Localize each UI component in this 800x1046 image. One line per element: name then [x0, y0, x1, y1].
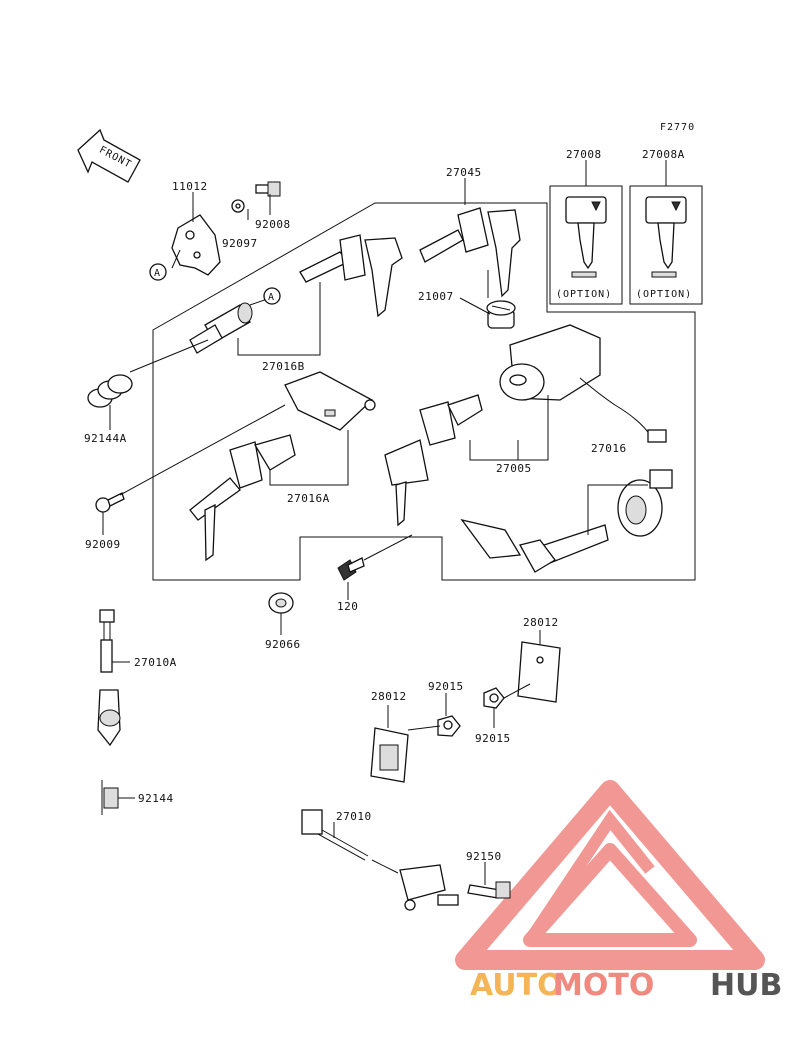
bolt-92150 — [467, 881, 511, 899]
label-92150: 92150 — [466, 850, 502, 863]
label-27016B: 27016B — [262, 360, 305, 373]
option-key-27008: (OPTION) — [556, 196, 612, 300]
watermark-logo — [455, 780, 765, 970]
callout-a-2: A — [263, 287, 281, 305]
front-arrow-icon: FRONT — [77, 128, 141, 183]
screw-92009 — [95, 492, 125, 513]
label-11012: 11012 — [172, 180, 208, 193]
label-27010: 27010 — [336, 810, 372, 823]
seat-lock-27016A — [284, 371, 376, 431]
spring-92144A — [87, 374, 133, 408]
key-set-27005 — [384, 394, 483, 527]
watermark-text: AUTO MOTO HUB — [470, 968, 782, 1003]
label-27008A: 27008A — [642, 148, 685, 161]
nut-92015-a — [437, 715, 461, 737]
label-92097: 92097 — [222, 237, 258, 250]
label-92144: 92144 — [138, 792, 174, 805]
label-120: 120 — [337, 600, 358, 613]
label-28012-lower: 28012 — [371, 690, 407, 703]
nut-92015-b — [483, 687, 505, 709]
key-set-27045 — [419, 207, 521, 298]
label-92144A: 92144A — [84, 432, 127, 445]
label-21007: 21007 — [418, 290, 454, 303]
spring-92144 — [101, 780, 119, 815]
grommet-92066 — [268, 592, 294, 614]
svg-text:AUTO: AUTO — [470, 968, 563, 1003]
label-92008: 92008 — [255, 218, 291, 231]
nut-120 — [337, 557, 365, 581]
svg-text:MOTO: MOTO — [553, 968, 654, 1003]
svg-text:A: A — [154, 268, 161, 279]
lock-cylinder-27016B — [189, 302, 253, 354]
svg-text:HUB: HUB — [710, 968, 782, 1003]
label-92015-a: 92015 — [428, 680, 464, 693]
plate-28012-upper — [517, 641, 561, 703]
label-27016: 27016 — [591, 442, 627, 455]
bolt-92008 — [255, 181, 281, 197]
plate-28012-lower — [370, 727, 409, 783]
key-set-27016 — [460, 518, 609, 573]
option-label-1: (OPTION) — [556, 289, 612, 300]
label-92015-b: 92015 — [475, 732, 511, 745]
option-key-27008A: (OPTION) — [636, 196, 692, 300]
label-27008: 27008 — [566, 148, 602, 161]
label-92009: 92009 — [85, 538, 121, 551]
cap-21007 — [486, 300, 516, 329]
figure-code: F2770 — [660, 122, 695, 133]
label-92066: 92066 — [265, 638, 301, 651]
kit-boundary — [152, 202, 696, 581]
ignition-switch-27005 — [499, 324, 667, 443]
option-label-2: (OPTION) — [636, 289, 692, 300]
label-28012-upper: 28012 — [523, 616, 559, 629]
helmet-lock-27016 — [617, 469, 673, 537]
label-27045: 27045 — [446, 166, 482, 179]
key-set-27016B — [299, 234, 403, 318]
label-27016A: 27016A — [287, 492, 330, 505]
label-27010A: 27010A — [134, 656, 177, 669]
svg-text:A: A — [268, 292, 275, 303]
key-set-27016A — [189, 434, 296, 562]
label-27005: 27005 — [496, 462, 532, 475]
leader-lines — [102, 160, 667, 885]
bracket-11012 — [171, 214, 221, 276]
callout-a-1: A — [149, 263, 167, 281]
switch-27010A — [97, 609, 121, 747]
switch-27010 — [301, 809, 459, 911]
